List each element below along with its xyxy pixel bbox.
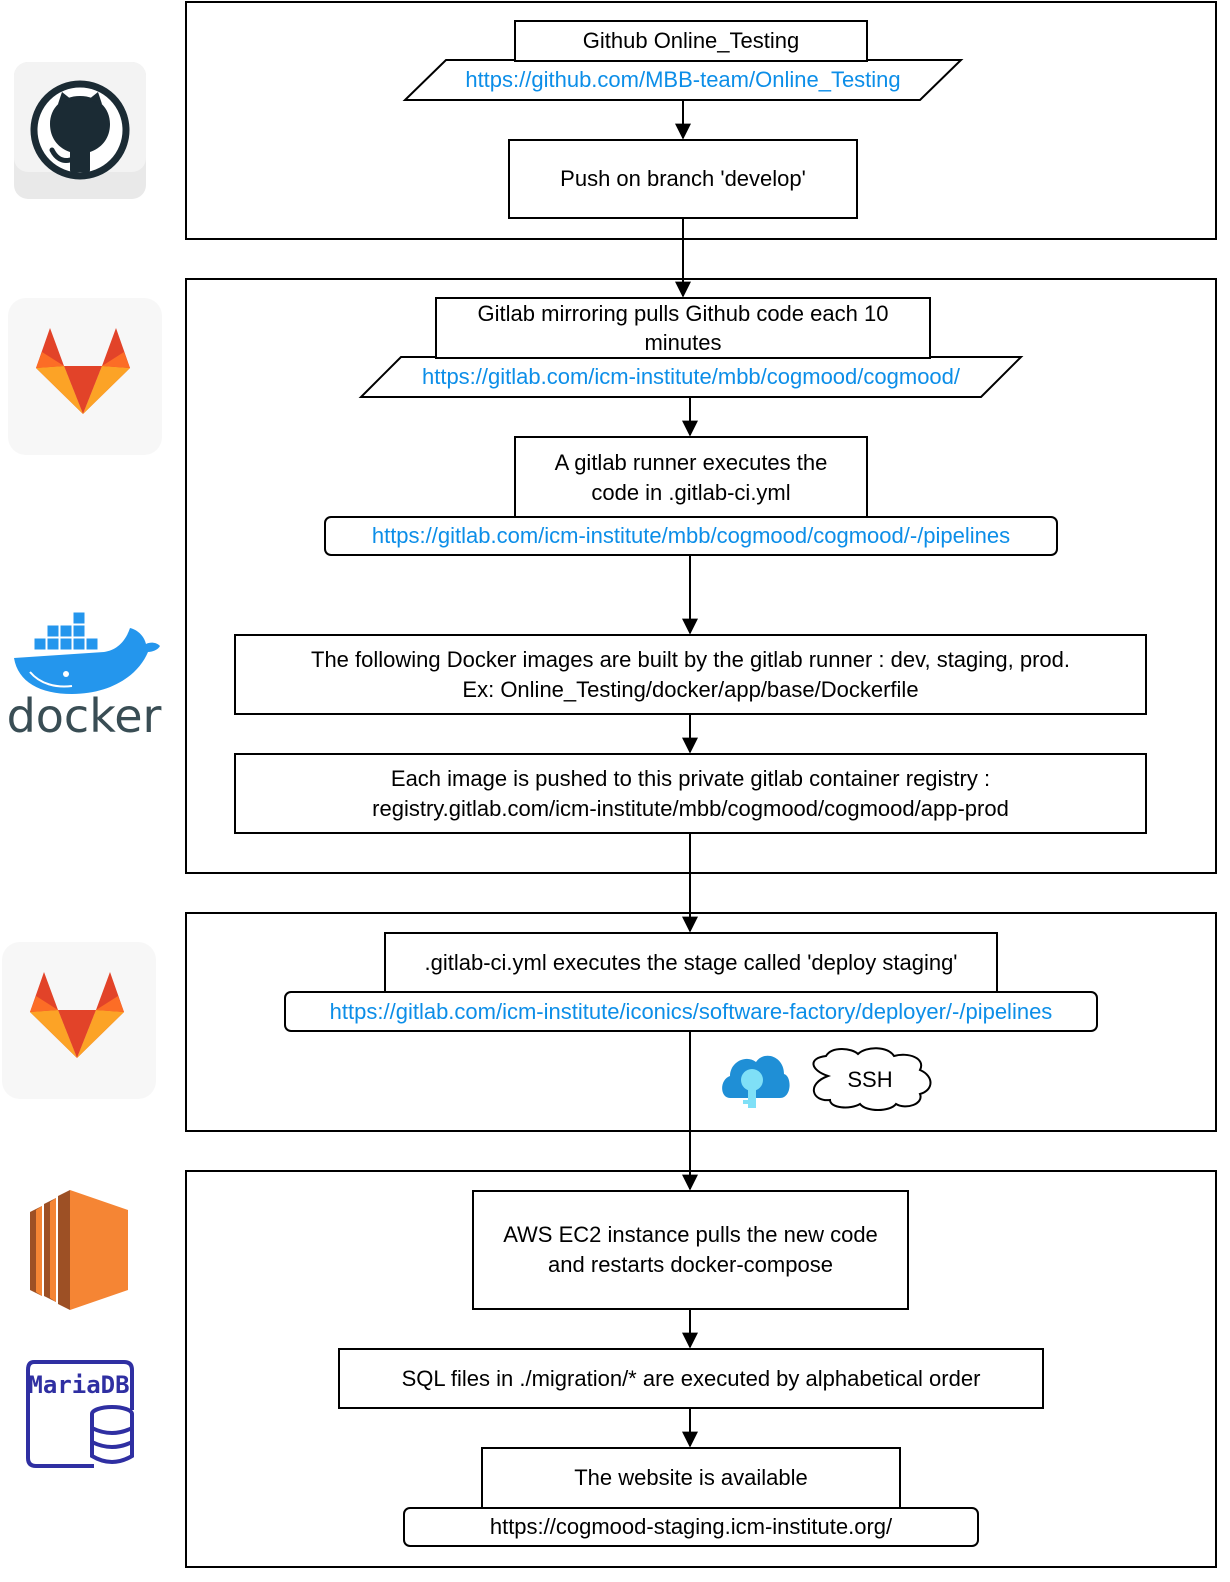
docker-logo-icon — [14, 611, 160, 694]
gitlab-runner-step: A gitlab runner executes the code in .gi… — [514, 436, 868, 518]
registry-line-2: registry.gitlab.com/icm-institute/mbb/co… — [372, 795, 1009, 821]
push-develop-text: Push on branch 'develop' — [560, 166, 806, 191]
ec2-line-1: AWS EC2 instance pulls the new code — [503, 1222, 878, 1247]
ec2-pull-step: AWS EC2 instance pulls the new code and … — [472, 1190, 909, 1310]
gitlab-pipelines-link[interactable]: https://gitlab.com/icm-institute/mbb/cog… — [324, 516, 1058, 556]
mirror-line-2: minutes — [644, 330, 722, 355]
website-available-step: The website is available — [481, 1447, 901, 1509]
mariadb-logo-icon — [26, 1360, 134, 1468]
docker-build-step: The following Docker images are built by… — [234, 634, 1147, 715]
github-section-frame — [185, 1, 1217, 240]
deploy-staging-text: .gitlab-ci.yml executes the stage called… — [424, 950, 958, 975]
docker-line-1: The following Docker images are built by… — [311, 646, 1070, 672]
docker-wordmark: docker — [7, 689, 162, 743]
key-vault-icon — [722, 1055, 790, 1108]
mariadb-wordmark: MariaDB — [28, 1371, 129, 1399]
registry-push-step: Each image is pushed to this private git… — [234, 753, 1147, 834]
github-repo-title: Github Online_Testing — [514, 20, 868, 62]
mirror-line-1: Gitlab mirroring pulls Github code each … — [477, 301, 889, 326]
website-available-text: The website is available — [574, 1465, 808, 1490]
gitlab-build-section-frame — [185, 278, 1217, 874]
gitlab-logo-icon — [8, 298, 162, 455]
github-repo-link[interactable]: https://github.com/MBB-team/Online_Testi… — [465, 67, 901, 92]
deployer-pipelines-link-text[interactable]: https://gitlab.com/icm-institute/iconics… — [329, 998, 1053, 1024]
runner-line-1: A gitlab runner executes the — [554, 450, 828, 475]
push-develop-step: Push on branch 'develop' — [508, 139, 858, 219]
sql-migration-step: SQL files in ./migration/* are executed … — [338, 1348, 1044, 1409]
sql-migration-text: SQL files in ./migration/* are executed … — [401, 1365, 981, 1391]
ssh-label: SSH — [847, 1067, 893, 1092]
deploy-section-frame — [185, 912, 1217, 1132]
deployer-pipelines-link[interactable]: https://gitlab.com/icm-institute/iconics… — [284, 991, 1098, 1032]
deploy-staging-step: .gitlab-ci.yml executes the stage called… — [384, 932, 998, 994]
gitlab-logo-icon-2 — [2, 942, 156, 1099]
website-url-link[interactable]: https://cogmood-staging.icm-institute.or… — [403, 1507, 979, 1547]
github-logo-icon — [14, 62, 146, 199]
ssh-cloud-shape — [812, 1047, 932, 1111]
gitlab-mirror-step: Gitlab mirroring pulls Github code each … — [435, 297, 931, 359]
registry-line-1: Each image is pushed to this private git… — [390, 765, 991, 791]
runner-line-2: code in .gitlab-ci.yml — [591, 480, 791, 505]
docker-line-2: Ex: Online_Testing/docker/app/base/Docke… — [462, 676, 919, 702]
gitlab-repo-link[interactable]: https://gitlab.com/icm-institute/mbb/cog… — [421, 364, 961, 389]
aws-section-frame — [185, 1170, 1217, 1568]
github-repo-title-text: Github Online_Testing — [582, 28, 800, 53]
ec2-line-2: and restarts docker-compose — [548, 1252, 833, 1277]
aws-ec2-icon — [30, 1190, 128, 1310]
gitlab-pipelines-link-text[interactable]: https://gitlab.com/icm-institute/mbb/cog… — [371, 523, 1011, 548]
website-url-text[interactable]: https://cogmood-staging.icm-institute.or… — [489, 1514, 893, 1539]
